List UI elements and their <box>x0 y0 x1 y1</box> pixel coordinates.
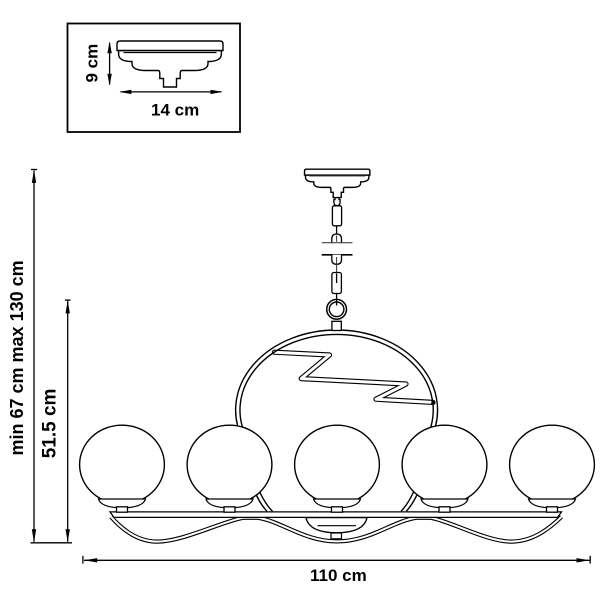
svg-text:14 cm: 14 cm <box>151 101 199 120</box>
svg-text:51.5 cm: 51.5 cm <box>40 389 61 459</box>
svg-text:110 cm: 110 cm <box>310 566 367 585</box>
svg-text:9 cm: 9 cm <box>83 44 102 83</box>
svg-text:min 67 cm max 130 cm: min 67 cm max 130 cm <box>7 260 27 455</box>
